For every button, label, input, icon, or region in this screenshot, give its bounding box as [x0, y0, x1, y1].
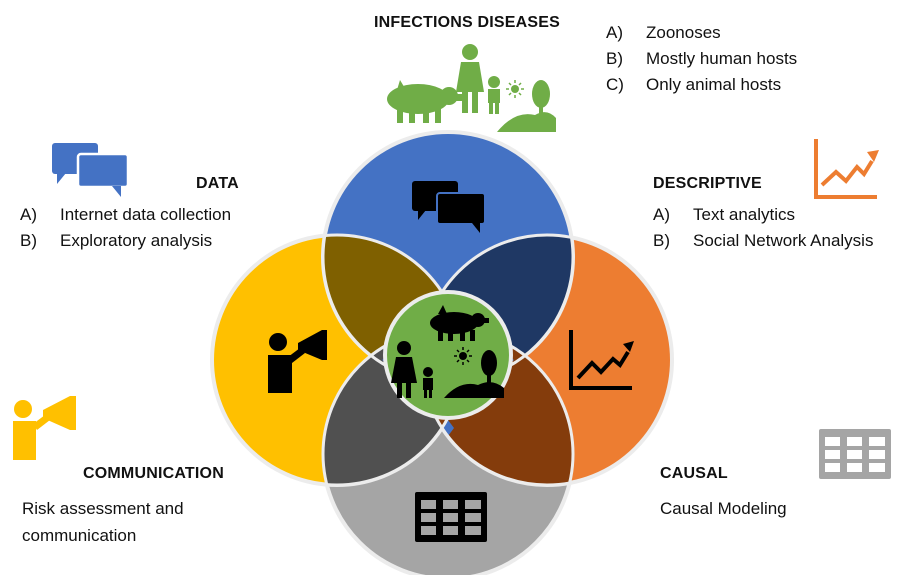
zoonoses-scene-icon — [387, 44, 556, 132]
table-grid-black-icon — [415, 492, 487, 542]
trend-chart-black-icon — [569, 330, 634, 390]
descriptive-list: A)Text analytics B)Social Network Analys… — [653, 202, 873, 254]
list-item: C)Only animal hosts — [606, 75, 782, 94]
list-item: B)Exploratory analysis — [20, 231, 213, 250]
causal-line1: Causal Modeling — [660, 499, 787, 518]
megaphone-person-icon — [13, 396, 76, 460]
list-item: A)Text analytics — [653, 205, 796, 224]
communication-line2: communication — [22, 526, 137, 545]
data-heading: DATA — [196, 175, 239, 192]
data-list: A)Internet data collection B)Exploratory… — [20, 202, 231, 254]
list-item: A)Internet data collection — [20, 205, 232, 224]
chat-bubbles-black-icon — [412, 181, 486, 233]
list-item: B)Mostly human hosts — [606, 49, 798, 68]
infections-list: A)Zoonoses B)Mostly human hosts C)Only a… — [606, 20, 797, 98]
descriptive-heading: DESCRIPTIVE — [653, 175, 762, 192]
communication-line1: Risk assessment and — [22, 499, 184, 518]
megaphone-person-black-icon — [268, 330, 327, 393]
trend-chart-icon — [814, 139, 879, 199]
center-zoonoses-icon — [391, 305, 504, 398]
list-item: A)Zoonoses — [606, 23, 721, 42]
table-grid-icon — [819, 429, 891, 479]
chat-bubbles-icon — [52, 143, 130, 197]
causal-heading: CAUSAL — [660, 465, 728, 482]
communication-heading: COMMUNICATION — [83, 465, 224, 482]
list-item: B)Social Network Analysis — [653, 231, 874, 250]
infections-heading: INFECTIONS DISEASES — [374, 14, 561, 31]
